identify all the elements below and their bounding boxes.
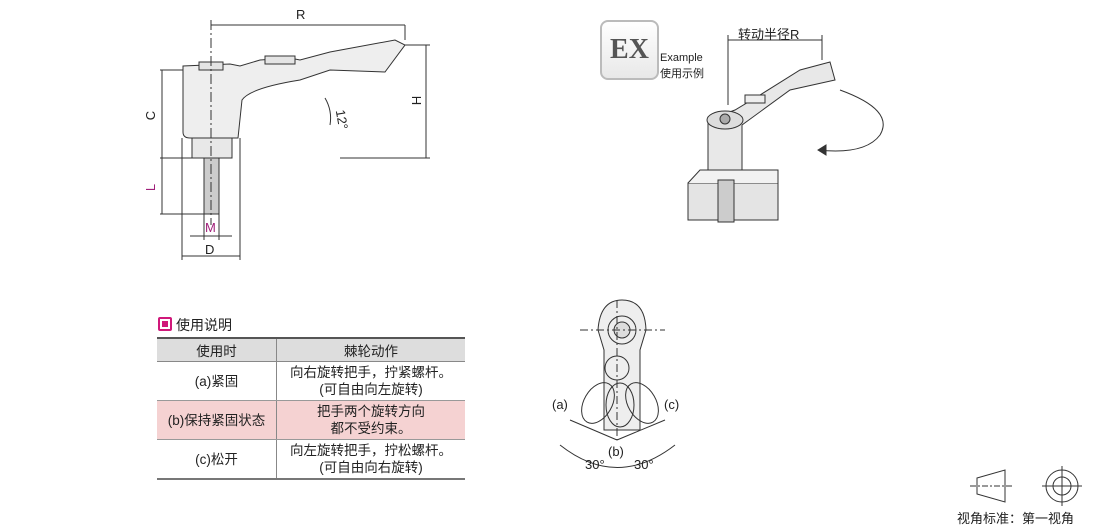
row-action: 向右旋转把手，拧紧螺杆。(可自由向左旋转): [276, 361, 465, 401]
dim-c: C: [143, 110, 159, 121]
projection-label: 视角标准：第一视角: [957, 511, 1075, 526]
usage-title-text: 使用说明: [176, 317, 232, 333]
ratchet-top-view: [559, 299, 676, 468]
ratchet-a: (a): [552, 397, 568, 412]
row-action: 向左旋转把手，拧松螺杆。(可自由向右旋转): [276, 439, 465, 480]
dim-l: L: [143, 183, 159, 192]
row-state: (c)松开: [157, 439, 277, 480]
usage-table: 使用时棘轮动作 (a)紧固向右旋转把手，拧紧螺杆。(可自由向左旋转) (b)保持…: [157, 337, 465, 480]
dim-h: H: [409, 95, 425, 106]
dim-r: R: [296, 7, 306, 22]
table-row: (b)保持紧固状态把手两个旋转方向都不受约束。: [157, 400, 465, 440]
handle-side-view: [160, 20, 430, 260]
angle-left: 30°: [585, 457, 605, 472]
row-action: 把手两个旋转方向都不受约束。: [276, 400, 465, 440]
example-label: Example: [660, 52, 703, 64]
dim-angle: 12°: [332, 108, 351, 131]
first-angle-projection-symbol: [970, 466, 1082, 506]
ratchet-c: (c): [664, 397, 680, 412]
table-row: (c)松开向左旋转把手，拧松螺杆。(可自由向右旋转): [157, 439, 465, 480]
ratchet-b: (b): [608, 444, 624, 459]
example-label-cn: 使用示例: [660, 68, 704, 80]
row-state: (b)保持紧固状态: [157, 400, 277, 440]
example-3d-view: [687, 35, 884, 223]
table-row: (a)紧固向右旋转把手，拧紧螺杆。(可自由向左旋转): [157, 361, 465, 401]
example-badge: EX: [600, 20, 659, 80]
header-state: 使用时: [157, 337, 277, 362]
angle-right: 30°: [634, 457, 654, 472]
dim-m: M: [205, 220, 216, 235]
radius-label: 转动半径R: [738, 27, 800, 42]
header-action: 棘轮动作: [276, 337, 465, 362]
usage-title: 使用说明: [158, 315, 232, 335]
dim-d: D: [205, 242, 215, 257]
section-marker-icon: [158, 317, 172, 331]
row-state: (a)紧固: [157, 361, 277, 401]
